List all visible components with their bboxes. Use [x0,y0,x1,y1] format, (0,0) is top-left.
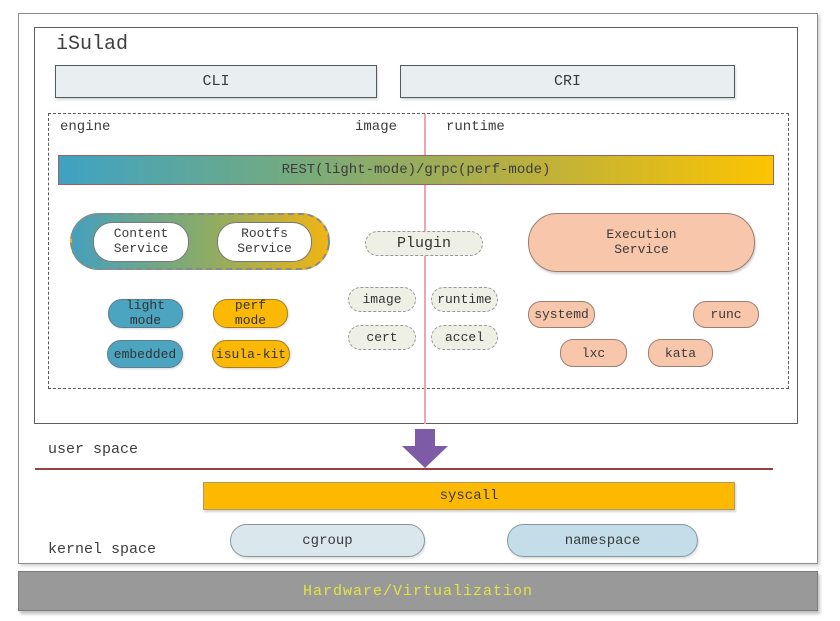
content-service-pill: Content Service [93,222,189,262]
syscall-bar: syscall [203,482,735,510]
outer-frame [18,13,818,564]
namespace-pill: namespace [507,524,698,557]
user-space-label: user space [48,441,139,458]
runtime-column-label: runtime [446,119,505,135]
lxc-pill: lxc [560,339,627,367]
kernel-space-label: kernel space [48,541,157,558]
rootfs-service-pill: Rootfs Service [217,222,312,262]
engine-column-label: engine [60,119,111,135]
cert-plugin-pill: cert [348,325,416,350]
plugin-pill: Plugin [365,231,483,256]
rest-grpc-bar: REST(light-mode)/grpc(perf-mode) [58,155,774,185]
light-mode-pill: light mode [108,298,183,328]
execution-service-pill: Execution Service [528,213,755,272]
isula-kit-pill: isula-kit [212,340,290,368]
image-column-label: image [355,119,398,135]
perf-mode-pill: perf mode [213,298,288,328]
hardware-virtualization-bar: Hardware/Virtualization [18,571,818,611]
cli-box: CLI [55,65,377,98]
accel-plugin-pill: accel [431,325,498,350]
kata-pill: kata [648,339,713,367]
runtime-plugin-pill: runtime [431,287,498,312]
services-dashed-box [48,113,789,389]
user-kernel-boundary-line [35,468,773,470]
cri-box: CRI [400,65,735,98]
embedded-pill: embedded [107,340,183,368]
page-title: iSulad [56,33,129,56]
image-plugin-pill: image [348,287,416,312]
cgroup-pill: cgroup [230,524,425,557]
column-divider-line [424,114,426,424]
down-arrow-icon [402,429,448,468]
systemd-pill: systemd [528,301,595,328]
isulad-container [34,27,798,424]
runc-pill: runc [693,301,759,328]
